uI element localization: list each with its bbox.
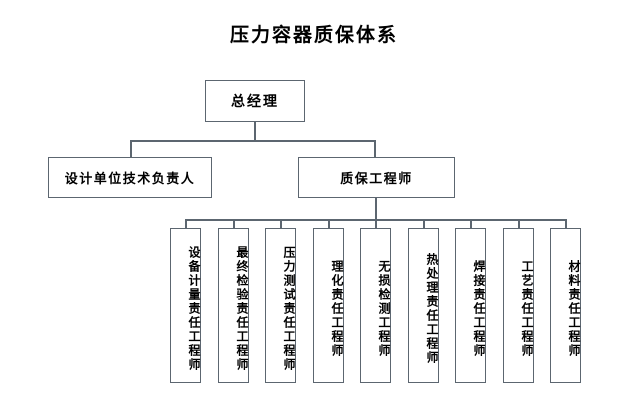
node-label: 无损检测工程师 [377,259,391,358]
connector-level3-drop-4 [328,219,330,229]
node-qa-engineer[interactable]: 质保工程师 [298,157,455,198]
connector-level2-bus [130,140,376,142]
node-physical-chemical-engineer[interactable]: 理化责任工程师 [313,228,344,383]
connector-level3-drop-9 [565,219,567,229]
node-general-manager[interactable]: 总经理 [205,80,305,122]
node-label: 热处理责任工程师 [425,252,439,365]
page-title: 压力容器质保体系 [229,24,398,46]
node-label: 设备计量责任工程师 [187,245,201,372]
node-label: 质保工程师 [340,172,413,187]
connector-level3-drop-6 [423,219,425,229]
node-process-engineer[interactable]: 工艺责任工程师 [503,228,534,383]
node-welding-engineer[interactable]: 焊接责任工程师 [455,228,486,383]
node-design-unit-technical-director[interactable]: 设计单位技术负责人 [48,157,212,198]
connector-level2-left-drop [130,140,132,158]
node-label: 理化责任工程师 [330,259,344,358]
connector-level3-drop-3 [280,219,282,229]
node-label: 材料责任工程师 [567,259,581,358]
node-label: 压力测试责任工程师 [282,245,296,372]
connector-level2-right-drop [374,140,376,158]
connector-level3-drop-2 [233,219,235,229]
connector-level3-drop-5 [375,219,377,229]
connector-qa-down [375,198,377,220]
node-label: 焊接责任工程师 [472,259,486,358]
connector-level3-drop-8 [518,219,520,229]
node-final-inspection-engineer[interactable]: 最终检验责任工程师 [218,228,249,383]
node-pressure-test-engineer[interactable]: 压力测试责任工程师 [265,228,296,383]
connector-level3-drop-1 [185,219,187,229]
node-nondestructive-testing-engineer[interactable]: 无损检测工程师 [360,228,391,383]
node-heat-treatment-engineer[interactable]: 热处理责任工程师 [408,228,439,383]
connector-root-down [254,122,256,141]
node-label: 最终检验责任工程师 [235,245,249,372]
node-equipment-metrology-engineer[interactable]: 设备计量责任工程师 [170,228,201,383]
node-label: 设计单位技术负责人 [64,172,196,187]
node-material-engineer[interactable]: 材料责任工程师 [550,228,581,383]
node-label: 总经理 [231,94,279,110]
node-label: 工艺责任工程师 [520,259,534,358]
connector-level3-drop-7 [470,219,472,229]
